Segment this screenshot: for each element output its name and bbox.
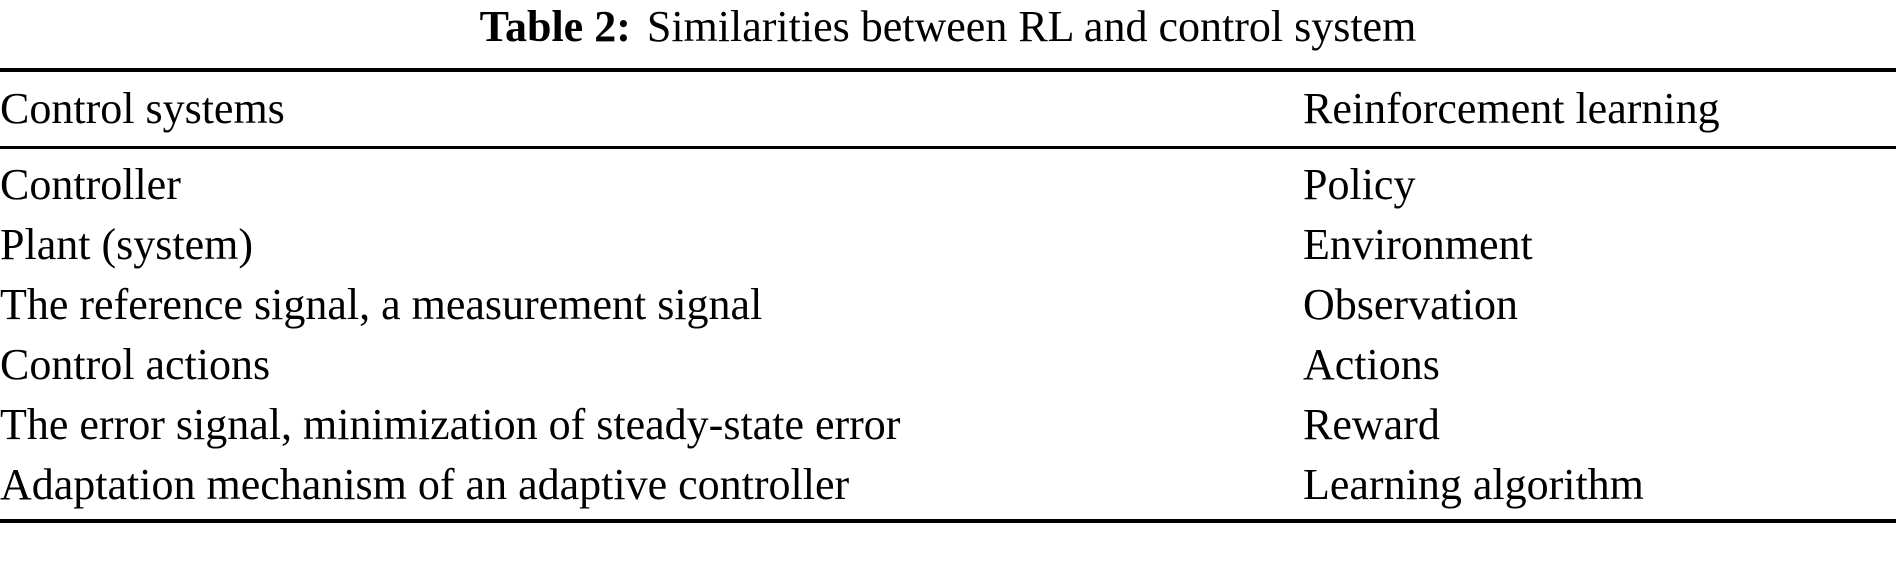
cell-reinforcement-learning: Policy <box>1303 160 1416 209</box>
cell-reinforcement-learning: Observation <box>1303 280 1519 329</box>
table-row: Controller Policy <box>0 148 1896 216</box>
table-row: Control actions Actions <box>0 335 1896 395</box>
cell-reinforcement-learning: Environment <box>1303 220 1533 269</box>
table-caption-text: Similarities between RL and control syst… <box>646 2 1417 51</box>
cell-control-systems: Control actions <box>0 340 271 389</box>
table-row: Adaptation mechanism of an adaptive cont… <box>0 455 1896 521</box>
cell-control-systems: Controller <box>0 160 181 209</box>
cell-control-systems: Adaptation mechanism of an adaptive cont… <box>0 460 850 509</box>
column-header-control-systems: Control systems <box>0 70 1303 149</box>
cell-control-systems: The reference signal, a measurement sign… <box>0 280 763 329</box>
table-header-row: Control systems Reinforcement learning <box>0 70 1896 149</box>
table-caption-label: Table 2: <box>479 2 631 51</box>
cell-reinforcement-learning: Reward <box>1303 400 1440 449</box>
cell-control-systems: Plant (system) <box>0 220 253 269</box>
similarities-table: Control systems Reinforcement learning C… <box>0 68 1896 523</box>
table-caption: Table 2: Similarities between RL and cont… <box>0 0 1896 52</box>
table-row: The error signal, minimization of steady… <box>0 395 1896 455</box>
cell-control-systems: The error signal, minimization of steady… <box>0 400 901 449</box>
table-row: The reference signal, a measurement sign… <box>0 275 1896 335</box>
column-header-reinforcement-learning: Reinforcement learning <box>1303 70 1896 149</box>
cell-reinforcement-learning: Learning algorithm <box>1303 460 1644 509</box>
cell-reinforcement-learning: Actions <box>1303 340 1440 389</box>
table-row: Plant (system) Environment <box>0 215 1896 275</box>
